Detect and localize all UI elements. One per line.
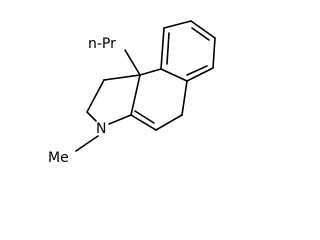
bond-benzene-inner-3 [166,32,170,65]
bond-benzene-top-left [163,20,192,29]
bond-alkene-inner [134,110,155,124]
bond-ch2-to-nitrogen [86,111,97,122]
bond-quaternary-to-ch2 [103,74,141,81]
bond-benzene-inner-2 [186,65,208,76]
bond-benzene-right [212,37,216,69]
bond-benzene-top-right [190,20,216,39]
bond-benzylic-ch2-to-benzene [181,80,188,116]
bond-benzene-inner-1 [191,27,210,41]
bond-ch2-to-ch2 [86,79,105,113]
bond-quaternary-to-benzene [139,68,162,76]
nitrogen-label: N [96,121,106,137]
structure-diagram: n-Pr N Me [48,20,216,166]
bond-benzene-bottom-left [160,68,188,82]
benzene-ring [160,20,216,82]
bond-benzene-left [160,27,165,70]
bond-to-propyl [124,49,141,76]
bond-ring-fusion [130,74,141,116]
bond-nitrogen-to-fusion [108,114,132,125]
bond-ch2-to-alkene [155,114,183,131]
methyl-label: Me [48,150,69,166]
central-ring [130,68,188,131]
bond-alkene-outer [130,114,157,131]
propyl-label: n-Pr [88,36,116,52]
bond-benzene-bottom-right [186,67,214,82]
pyrrolidine-ring [86,74,141,125]
bond-nitrogen-to-methyl [75,135,99,152]
